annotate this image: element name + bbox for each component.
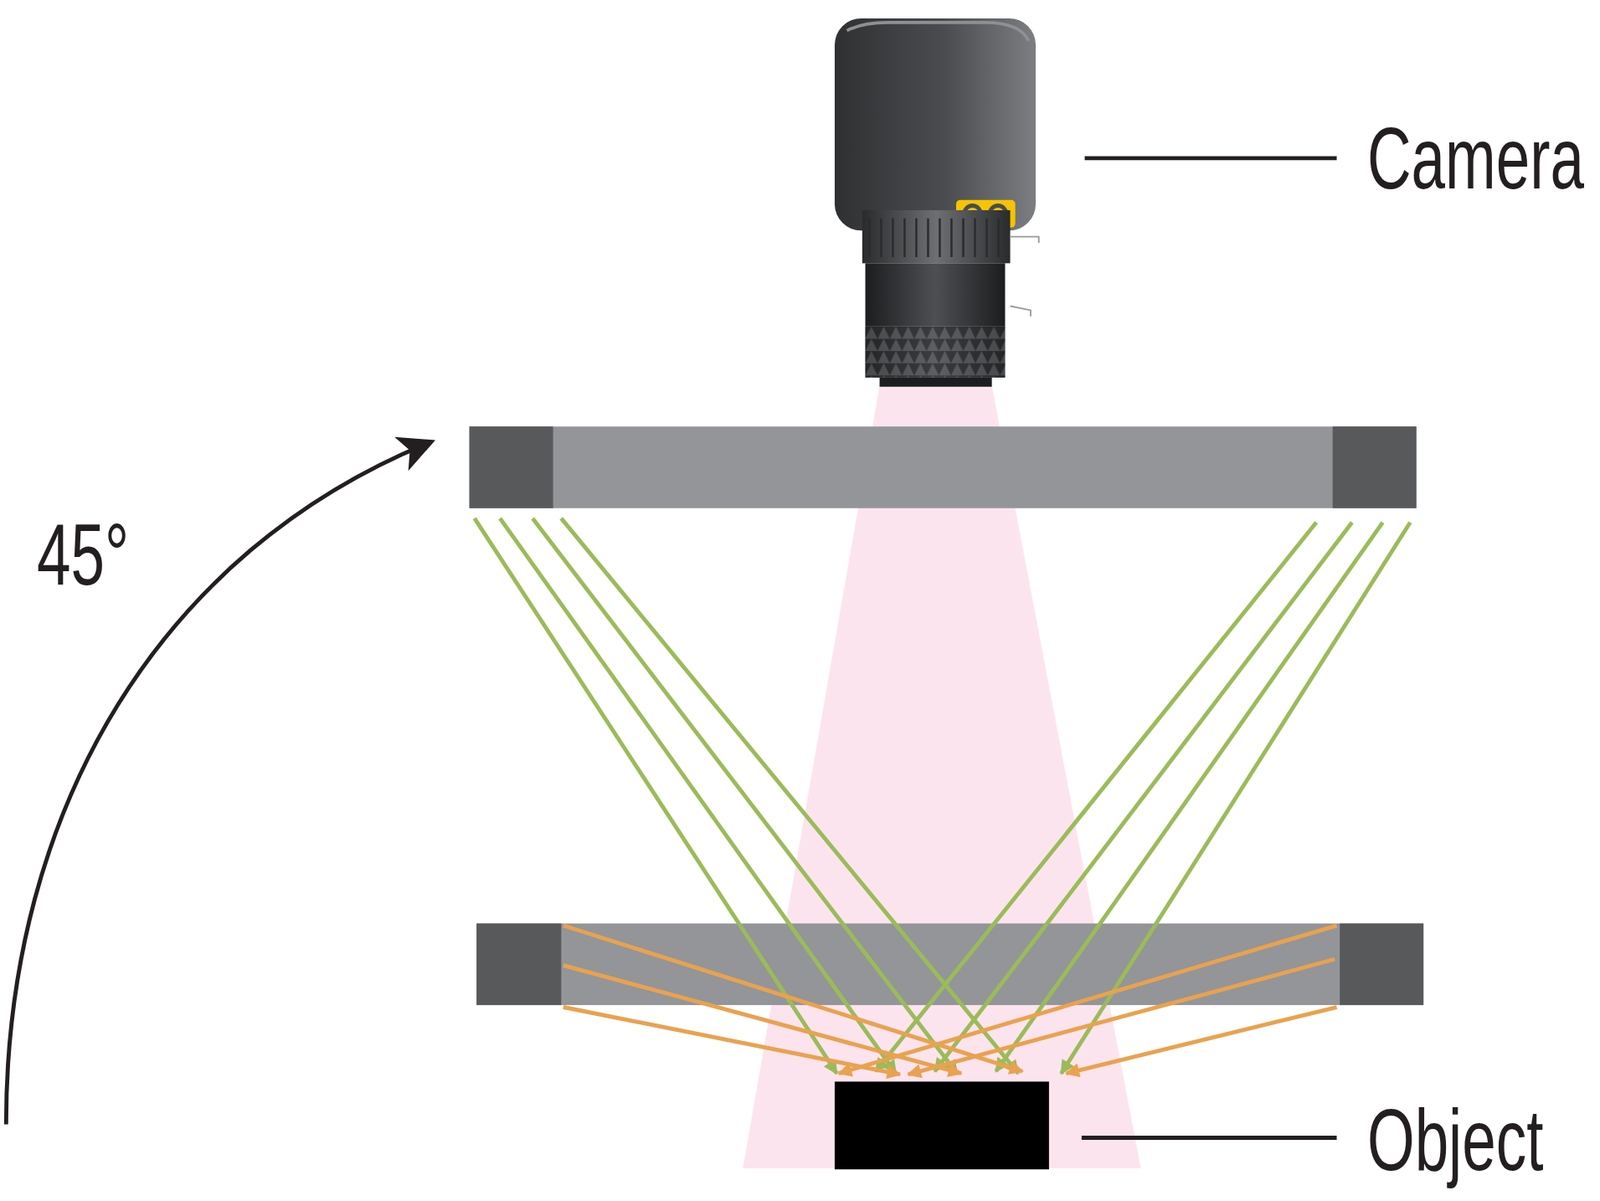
knurl-shade [865, 326, 1006, 378]
ring-groove [950, 218, 952, 258]
light-ray [499, 518, 896, 1074]
ring-groove [997, 218, 999, 258]
focus-ring [865, 262, 1006, 327]
green-rays [474, 518, 1411, 1074]
lens-face [879, 377, 993, 387]
angle-arrow [5, 442, 429, 1125]
leader-line [1085, 155, 1338, 160]
set-screw [1010, 236, 1040, 317]
ring-groove [903, 218, 906, 258]
camera-symbol [834, 18, 1040, 387]
light-ray [908, 958, 1335, 1075]
ring-groove [926, 218, 929, 258]
ring-groove [915, 218, 917, 258]
ring-groove [985, 218, 988, 258]
light-ray [996, 522, 1384, 1071]
light-ray [838, 925, 1338, 1074]
upper-ring-light [469, 426, 1417, 508]
ring-groove [973, 218, 976, 258]
light-ray [532, 518, 957, 1074]
lens-ring [862, 210, 1011, 263]
knurled-ring [865, 326, 1006, 378]
light-ray [563, 1007, 901, 1075]
ring-groove [879, 218, 882, 258]
ring-light-body [469, 426, 1417, 508]
ring-groove [891, 218, 894, 258]
ring-groove [868, 218, 870, 258]
ring-groove [962, 218, 964, 258]
light-ray [1066, 1007, 1338, 1074]
part-name: Object [1367, 1095, 1544, 1184]
ring-groove [938, 218, 941, 258]
ring-light-end [469, 426, 554, 508]
ring-light-end [1339, 923, 1424, 1005]
camera-body [834, 18, 1036, 231]
orange-rays [563, 925, 1338, 1075]
ring-light-end [476, 923, 561, 1005]
leader-line [1081, 1135, 1338, 1140]
light-ray [934, 522, 1352, 1071]
body-highlight [847, 22, 1029, 42]
object-block [834, 1080, 1050, 1169]
angle-label: 45° [36, 510, 129, 598]
part-name: Camera [1367, 114, 1585, 202]
light-ray [560, 518, 1019, 1074]
ring-grooves [869, 218, 999, 258]
light-ray [875, 522, 1318, 1071]
light-ray [563, 925, 1023, 1071]
ring-light-end [1332, 426, 1417, 508]
